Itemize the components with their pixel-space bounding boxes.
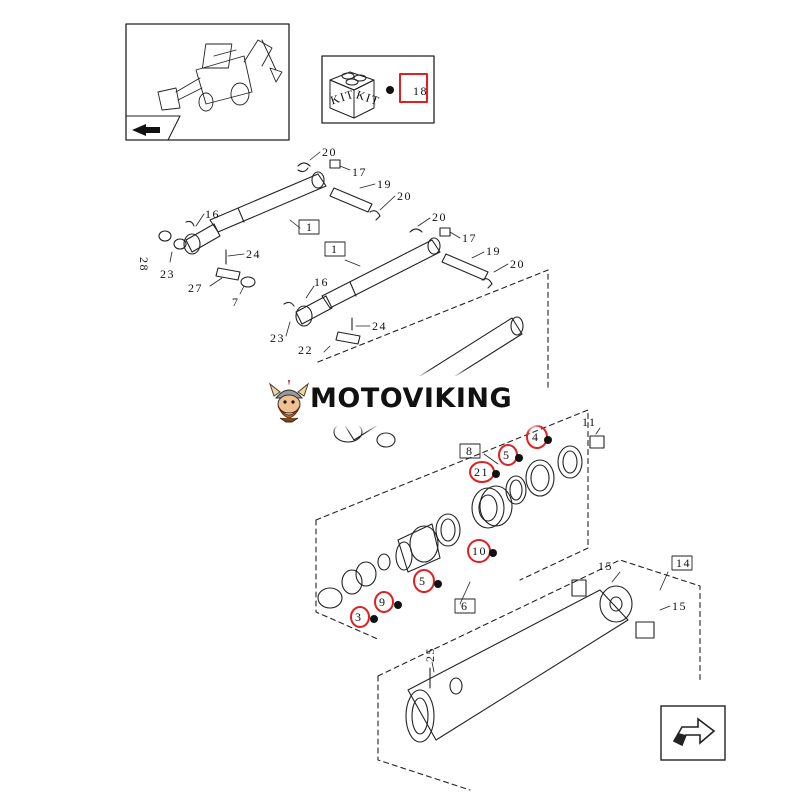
- callout-7: 7: [232, 295, 240, 309]
- callout-16: 16: [314, 275, 329, 289]
- backhoe-loader-icon: [157, 39, 283, 112]
- callout-1: 1: [306, 220, 314, 234]
- callout-20: 20: [397, 189, 412, 203]
- callout-5: 5: [419, 574, 427, 588]
- callout-3: 3: [355, 610, 363, 624]
- callout-15: 15: [672, 599, 687, 613]
- kit-ref-number[interactable]: 18: [413, 84, 428, 98]
- callout-23: 23: [270, 331, 285, 345]
- callout-10: 10: [472, 544, 487, 558]
- callout-8: 8: [466, 444, 474, 458]
- leader-lines: [169, 151, 671, 673]
- kit-label-right: KIT: [354, 87, 382, 108]
- callout-25: 25: [423, 647, 437, 662]
- callout-20: 20: [322, 145, 337, 159]
- lift-cylinder-b: [295, 237, 441, 327]
- kit-label-left: KIT: [329, 87, 357, 108]
- brand-name: MOTOVIKING: [310, 383, 513, 414]
- assembly-outline: [315, 269, 701, 791]
- callout-6: 6: [461, 599, 469, 613]
- machine-thumbnail[interactable]: [125, 23, 290, 141]
- callout-9: 9: [379, 595, 387, 609]
- callout-labels: 20 17 19 20 16 1 28 23 24 27 7 20 17 1 1…: [137, 145, 691, 662]
- seal-kit-lower: [317, 513, 461, 609]
- callout-14: 14: [676, 556, 691, 570]
- callout-11: 11: [582, 415, 597, 429]
- callout-21: 21: [474, 465, 489, 479]
- callout-22: 22: [298, 343, 313, 357]
- cylinder-barrel: [405, 579, 655, 743]
- callout-27: 27: [188, 281, 203, 295]
- callout-23: 23: [160, 267, 175, 281]
- brand-watermark: MOTOVIKING: [262, 376, 536, 426]
- seal-kit-upper: [471, 435, 605, 529]
- callout-17: 17: [462, 231, 477, 245]
- callout-17: 17: [352, 165, 367, 179]
- callout-24: 24: [372, 319, 387, 333]
- callout-28: 28: [137, 257, 151, 272]
- callout-15: 15: [598, 559, 613, 573]
- next-page-arrow-icon[interactable]: [660, 705, 726, 761]
- arrow-right-icon: [132, 124, 160, 136]
- kit-boxes-icon: [329, 71, 375, 119]
- callout-4: 4: [532, 430, 540, 444]
- viking-mascot-icon: [268, 380, 310, 423]
- callout-1: 1: [331, 242, 339, 256]
- kit-ref-highlight: [399, 73, 428, 103]
- callout-16: 16: [205, 207, 220, 221]
- callout-5: 5: [503, 448, 511, 462]
- lift-cylinder-a: [183, 171, 327, 255]
- callout-19: 19: [377, 177, 392, 191]
- kit-dots: [370, 436, 552, 623]
- callout-20: 20: [432, 210, 447, 224]
- callout-24: 24: [246, 247, 261, 261]
- kit-box: [321, 55, 435, 124]
- callout-19: 19: [486, 244, 501, 258]
- callout-20: 20: [510, 257, 525, 271]
